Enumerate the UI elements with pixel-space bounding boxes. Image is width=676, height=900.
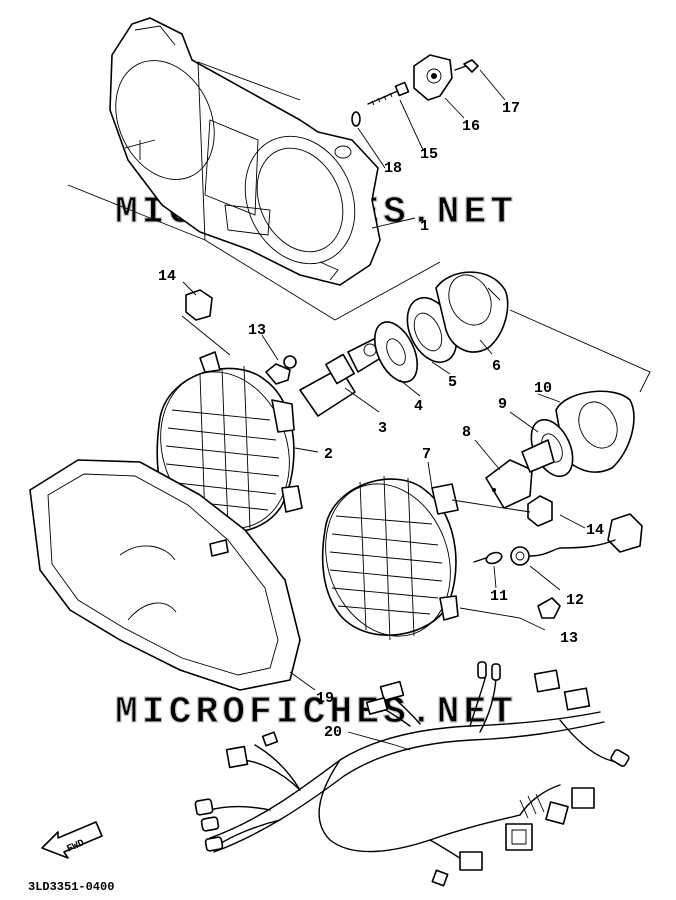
headlight-frame-19 [29,459,301,691]
callout-2: 2 [324,446,333,463]
position-bulb-13-upper [265,355,297,385]
bulb-cover-10 [555,390,635,473]
callout-8: 8 [462,424,471,441]
callout-7: 7 [422,446,431,463]
harness-connector-top [365,661,630,767]
headlight-housing-bracket [109,17,381,286]
callout-9: 9 [498,396,507,413]
callout-5: 5 [448,374,457,391]
callout-14-lower: 14 [586,522,604,539]
adjusting-screw-15 [367,81,410,106]
callout-20: 20 [324,724,342,741]
callout-13-upper: 13 [248,322,266,339]
callout-15: 15 [420,146,438,163]
callout-17: 17 [502,100,520,117]
callout-14-upper: 14 [158,268,176,285]
headlight-bulb-8 [485,439,555,509]
callout-11: 11 [490,588,508,605]
callout-13-lower: 13 [560,630,578,647]
bulb-socket-12 [510,546,561,566]
harness-connector-left [194,731,279,852]
leader-lines [67,61,651,751]
position-bulb-11 [473,551,503,565]
callout-12: 12 [566,592,584,609]
callout-18: 18 [384,160,402,177]
harness-connector-bottom [431,787,595,887]
diagram-code: 3LD3351-0400 [28,880,114,894]
headlight-unit-right [321,475,459,641]
callout-16: 16 [462,118,480,135]
position-bulb-13-lower [537,597,561,619]
callout-labels: 1 2 3 4 5 6 7 8 9 10 11 12 13 13 14 14 1… [158,100,604,741]
callout-4: 4 [414,398,423,415]
bulb-cover-6 [435,271,509,353]
adjuster-bracket [413,54,453,101]
bulb-holder-4 [374,321,418,383]
socket-cap-14-lower [527,495,553,527]
callout-6: 6 [492,358,501,375]
callout-10: 10 [534,380,552,397]
socket-cap-14-upper [185,289,213,321]
headlight-bulb-3 [299,337,385,417]
connector-right [559,513,643,553]
callout-3: 3 [378,420,387,437]
callout-19: 19 [316,690,334,707]
fwd-arrow-icon: FWD [41,821,103,859]
screw-17 [454,59,479,73]
wire-harness-20 [209,674,619,871]
o-ring-18 [351,111,361,127]
callout-1: 1 [420,218,429,235]
